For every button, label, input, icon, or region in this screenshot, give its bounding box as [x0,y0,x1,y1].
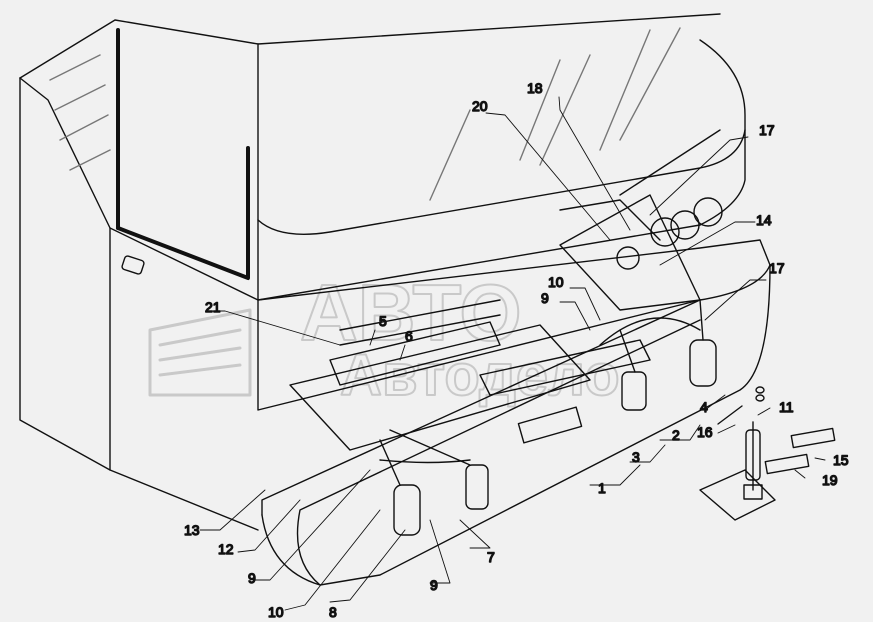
callout-5: 5 [379,313,387,329]
callout-12: 12 [218,541,234,557]
handle-icon [121,255,145,275]
callout-17-lower: 17 [769,260,785,276]
callout-19: 19 [822,472,838,488]
callout-3: 3 [632,449,640,465]
frame-mechanism [289,129,721,451]
leader-lines [199,96,826,611]
bumper [257,239,771,586]
callout-13: 13 [184,522,200,538]
callout-9-top: 9 [541,290,549,306]
bus-body [19,13,746,531]
absorber-mid [465,464,489,510]
callout-7: 7 [487,549,495,565]
part-11-exploded [699,386,836,521]
callout-21: 21 [205,299,221,315]
callout-20: 20 [472,98,488,114]
callout-2: 2 [672,427,680,443]
absorber-right [689,339,717,387]
watermark-logo [148,308,252,397]
callout-11: 11 [779,399,794,415]
callout-17-upper: 17 [759,122,775,138]
callout-labels: 1 2 3 4 5 6 7 8 9 9 9 10 10 11 12 13 14 … [183,79,849,620]
callout-15: 15 [833,452,849,468]
callout-9-bottom: 9 [430,577,438,593]
callout-18: 18 [527,80,543,96]
callout-4: 4 [700,399,708,415]
plate-light [517,406,583,444]
callout-9-left: 9 [248,570,256,586]
callout-6: 6 [405,328,413,344]
absorber-left [393,484,421,536]
tail-lamps [616,197,723,270]
callout-8: 8 [329,604,337,620]
callout-10-top: 10 [548,274,564,290]
callout-10-bottom: 10 [268,604,284,620]
absorber-center [621,371,647,411]
callout-14: 14 [756,212,772,228]
callout-1: 1 [598,480,606,496]
callout-16: 16 [697,424,713,440]
shock-absorbers [379,299,717,536]
